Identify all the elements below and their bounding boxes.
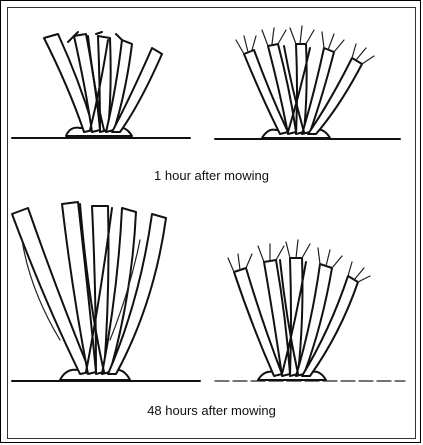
- caption-48-hours: 48 hours after mowing: [0, 403, 423, 418]
- caption-1-hour: 1 hour after mowing: [0, 168, 423, 183]
- plant-48h-mowed-clean: [12, 202, 166, 380]
- plant-1h-mowed-clean: [44, 32, 162, 136]
- plant-1h-mowed-ragged: [236, 26, 374, 138]
- ground-line-top: [12, 138, 400, 139]
- plant-48h-mowed-ragged: [228, 240, 370, 380]
